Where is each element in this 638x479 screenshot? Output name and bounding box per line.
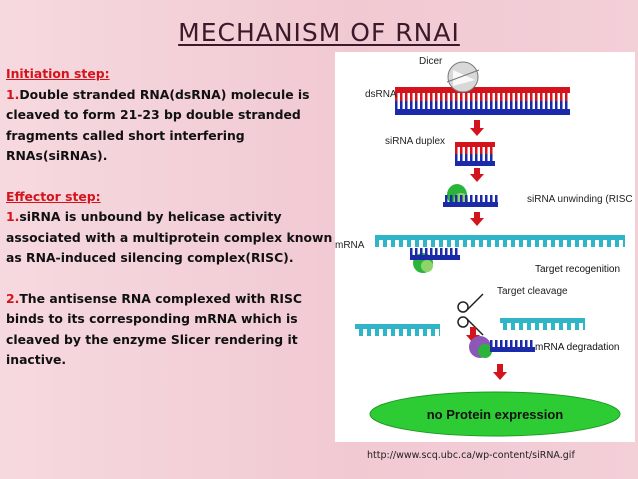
target-recognition-label: Target recogenition	[535, 264, 620, 275]
arrow-5-head	[493, 372, 507, 380]
dicer-label: Dicer	[419, 56, 443, 67]
arrow-3-head	[470, 218, 484, 226]
slide-title: MECHANISM OF RNAI	[178, 18, 460, 47]
arrow-1-head	[470, 128, 484, 136]
risc-bound-mrna	[410, 248, 460, 273]
mrna-label: mRNA	[335, 240, 365, 251]
dsrna-label: dsRNA	[365, 89, 397, 100]
sirna-duplex	[455, 142, 495, 166]
dsrna-molecule	[395, 87, 570, 115]
mrna-degradation-label: mRNA degradation	[535, 342, 620, 353]
initiation-text: Double stranded RNA(dsRNA) molecule is c…	[6, 86, 310, 164]
no-protein-ellipse	[369, 391, 621, 437]
effector-number-1: 1.	[6, 209, 20, 224]
mrna-fragment-left	[355, 324, 440, 336]
sirna-duplex-text: siRNA duplex	[385, 136, 445, 147]
effector-text-1: siRNA is unbound by helicase activity as…	[6, 209, 333, 265]
dicer-icon	[446, 61, 480, 93]
effector-paragraph-1: 1.siRNA is unbound by helicase activity …	[6, 207, 336, 269]
unwinding-label: siRNA unwinding (RISC activation)	[527, 194, 635, 205]
risc-complex	[443, 184, 498, 207]
diagram-panel: Dicer dsRNA siRNA duplex siRNA unwinding…	[335, 52, 638, 442]
mrna-strand	[375, 235, 625, 247]
initiation-paragraph: 1.Double stranded RNA(dsRNA) molecule is…	[6, 85, 336, 167]
risc-degradation	[469, 336, 535, 358]
text-column: Initiation step: 1.Double stranded RNA(d…	[6, 64, 336, 371]
image-credit: http://www.scq.ubc.ca/wp-content/siRNA.g…	[367, 450, 575, 461]
effector-number-2: 2.	[6, 290, 20, 306]
mrna-fragment-right	[500, 318, 585, 330]
initiation-heading: Initiation step:	[6, 66, 110, 81]
effector-paragraph-2: 2.The antisense RNA complexed with RISC …	[6, 289, 336, 371]
effector-text-2: The antisense RNA complexed with RISC bi…	[6, 290, 302, 368]
rnai-diagram: Dicer dsRNA siRNA duplex siRNA unwinding…	[335, 56, 638, 437]
target-cleavage-label: Target cleavage	[497, 286, 568, 297]
initiation-number: 1.	[6, 86, 20, 102]
no-protein-label: no Protein expression	[427, 407, 564, 422]
arrow-2-head	[470, 174, 484, 182]
sirna-label: siRNA duplex	[385, 136, 445, 147]
effector-heading: Effector step:	[6, 188, 101, 204]
